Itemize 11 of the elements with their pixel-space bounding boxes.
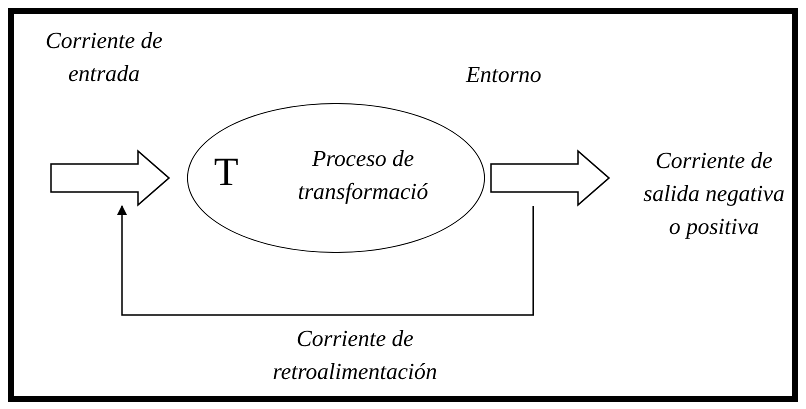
stream-label: Corriente de salida negativa o positiva	[636, 123, 792, 263]
environment-frame	[8, 8, 798, 402]
stream-label: Corriente de entrada	[14, 22, 194, 92]
environment-label: Entorno	[466, 61, 542, 89]
process-ellipse	[187, 103, 485, 253]
symbol-letter: T	[214, 150, 238, 194]
block-arrow	[50, 150, 170, 206]
feedback-arrow	[117, 205, 534, 316]
process-label: Proceso de transformació	[296, 145, 430, 206]
edge-label: Corriente de retroalimentación	[272, 325, 438, 386]
block-arrow	[490, 150, 610, 206]
